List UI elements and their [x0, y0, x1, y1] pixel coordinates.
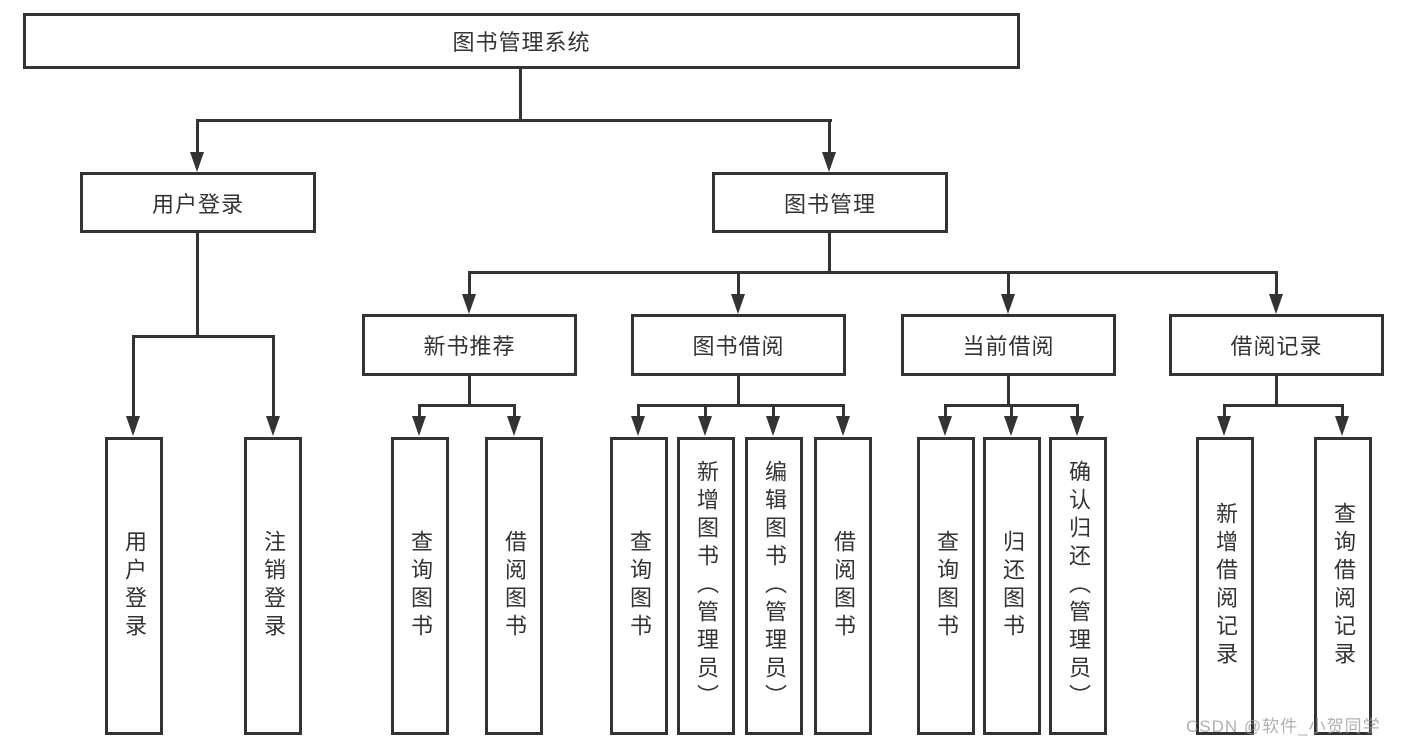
arrow-down-icon: [462, 294, 476, 314]
arrow-down-icon: [1269, 294, 1283, 314]
arrow-down-icon: [1217, 416, 1231, 436]
connector-level2-rail: [196, 119, 832, 122]
leaf-borrow-books-newbook: 借阅图书: [485, 437, 543, 735]
connector-drop-leaf: [944, 404, 947, 420]
connector-drop-level3: [1275, 271, 1278, 296]
connector-drop-leaf: [418, 404, 421, 420]
leaf-user-login: 用户登录: [105, 437, 163, 735]
leaf-search-books-newbook: 查询图书: [391, 437, 449, 735]
arrow-down-icon: [1004, 416, 1018, 436]
connector-drop-leaf: [132, 335, 135, 419]
connector-drop-book-management: [828, 119, 831, 155]
node-user-login: 用户登录: [80, 172, 316, 233]
connector-new-book-rail: [418, 404, 516, 407]
arrow-down-icon: [1335, 416, 1349, 436]
leaf-edit-books-admin: 编辑图书（管理员）: [745, 437, 803, 735]
connector-drop-level3: [737, 271, 740, 296]
node-label: 用户登录: [151, 191, 244, 217]
leaf-search-borrow-record: 查询借阅记录: [1314, 437, 1372, 735]
connector-book-management-stem: [828, 233, 831, 274]
connector-drop-leaf: [1076, 404, 1079, 420]
watermark: CSDN @软件_小贺同学: [1186, 717, 1381, 736]
arrow-down-icon: [822, 152, 836, 172]
connector-book-borrow-rail: [637, 404, 845, 407]
connector-drop-leaf: [272, 335, 275, 419]
connector-records-rail: [1223, 404, 1344, 407]
connector-drop-leaf: [842, 404, 845, 420]
connector-current-borrow-stem: [1007, 376, 1010, 407]
arrow-down-icon: [698, 416, 712, 436]
leaf-search-books-current: 查询图书: [917, 437, 975, 735]
node-borrowing-records: 借阅记录: [1169, 314, 1384, 376]
arrow-down-icon: [836, 416, 850, 436]
arrow-down-icon: [1001, 294, 1015, 314]
leaf-label: 查询借阅记录: [1331, 502, 1356, 670]
arrow-down-icon: [190, 152, 204, 172]
leaf-label: 新增借阅记录: [1213, 502, 1238, 670]
arrow-down-icon: [731, 294, 745, 314]
leaf-confirm-return-admin: 确认归还（管理员）: [1049, 437, 1107, 735]
node-label: 图书借阅: [692, 334, 785, 359]
connector-drop-leaf: [637, 404, 640, 420]
connector-drop-leaf: [513, 404, 516, 420]
connector-root-stem: [519, 68, 522, 121]
leaf-borrow-books: 借阅图书: [814, 437, 872, 735]
leaf-logout: 注销登录: [244, 437, 302, 735]
leaf-add-books-admin: 新增图书（管理员）: [677, 437, 735, 735]
leaf-label: 查询图书: [408, 530, 433, 642]
node-new-book-recommendation: 新书推荐: [362, 314, 577, 376]
connector-drop-level3: [1007, 271, 1010, 296]
node-label: 新书推荐: [423, 334, 516, 359]
node-label: 借阅记录: [1230, 334, 1323, 359]
node-book-borrowing: 图书借阅: [631, 314, 846, 376]
leaf-add-borrow-record: 新增借阅记录: [1196, 437, 1254, 735]
connector-drop-leaf: [1223, 404, 1226, 420]
connector-drop-level3: [468, 271, 471, 296]
connector-drop-leaf: [772, 404, 775, 420]
node-label: 图书管理系统: [452, 30, 591, 55]
connector-drop-user-login: [196, 119, 199, 155]
leaf-label: 用户登录: [122, 530, 147, 642]
connector-drop-leaf: [704, 404, 707, 420]
arrow-down-icon: [766, 416, 780, 436]
connector-drop-leaf: [1341, 404, 1344, 420]
leaf-label: 查询图书: [627, 530, 652, 642]
arrow-down-icon: [507, 416, 521, 436]
connector-user-login-stem: [196, 233, 199, 338]
arrow-down-icon: [412, 416, 426, 436]
arrow-down-icon: [1070, 416, 1084, 436]
node-label: 当前借阅: [962, 334, 1055, 359]
leaf-label: 查询图书: [934, 530, 959, 642]
arrow-down-icon: [126, 416, 140, 436]
leaf-label: 归还图书: [1000, 530, 1025, 642]
connector-drop-leaf: [1010, 404, 1013, 420]
leaf-label: 确认归还（管理员）: [1066, 460, 1091, 712]
arrow-down-icon: [631, 416, 645, 436]
connector-user-login-rail: [132, 335, 275, 338]
node-label: 图书管理: [783, 191, 876, 217]
arrow-down-icon: [938, 416, 952, 436]
leaf-label: 新增图书（管理员）: [694, 460, 719, 712]
node-book-management: 图书管理: [712, 172, 948, 233]
leaf-return-books: 归还图书: [983, 437, 1041, 735]
leaf-label: 注销登录: [261, 530, 286, 642]
connector-book-borrow-stem: [737, 376, 740, 407]
leaf-label: 借阅图书: [502, 530, 527, 642]
connector-records-stem: [1275, 376, 1278, 407]
leaf-label: 借阅图书: [831, 530, 856, 642]
node-current-borrowing: 当前借阅: [901, 314, 1116, 376]
arrow-down-icon: [266, 416, 280, 436]
connector-new-book-stem: [468, 376, 471, 407]
leaf-search-books-borrow: 查询图书: [610, 437, 668, 735]
leaf-label: 编辑图书（管理员）: [762, 460, 787, 712]
connector-level3-rail: [468, 271, 1278, 274]
node-library-management-system: 图书管理系统: [23, 13, 1020, 69]
